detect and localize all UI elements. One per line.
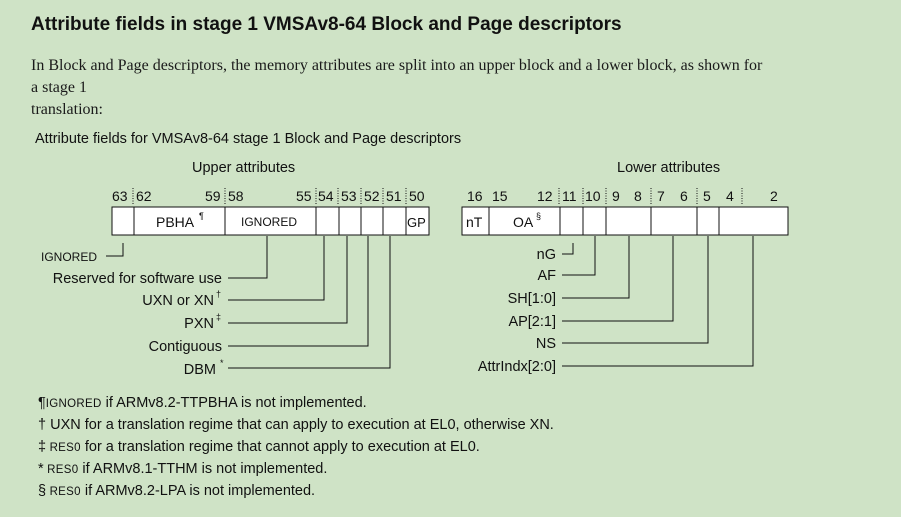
label-attrindx: AttrIndx[2:0] — [478, 359, 556, 375]
footnote-3: ‡ RES0 for a translation regime that can… — [38, 439, 480, 455]
uxn-footnote-mark: † — [216, 289, 221, 299]
footnote-5: § RES0 if ARMv8.2-LPA is not implemented… — [38, 483, 316, 499]
label-sh: SH[1:0] — [508, 291, 556, 307]
bit-7: 7 — [657, 188, 665, 204]
lower-attributes-heading: Lower attributes — [617, 160, 720, 176]
intro-line-2: a stage 1 — [31, 79, 87, 96]
bit-16: 16 — [467, 188, 483, 204]
page-title: Attribute fields in stage 1 VMSAv8-64 Bl… — [31, 14, 622, 35]
label-ns: NS — [536, 336, 556, 352]
field-nt: nT — [466, 214, 483, 230]
lower-field-labels: nG AF SH[1:0] AP[2:1] NS AttrIndx[2:0] — [478, 247, 556, 375]
intro-line-1: In Block and Page descriptors, the memor… — [31, 57, 763, 74]
bit-6: 6 — [680, 188, 688, 204]
field-gp: GP — [407, 215, 426, 230]
lower-attributes-register: nT OA § — [461, 206, 789, 236]
bit-9: 9 — [612, 188, 620, 204]
bit-5: 5 — [703, 188, 711, 204]
bit-58: 58 — [228, 188, 244, 204]
lower-leader-lines — [562, 236, 754, 367]
upper-attributes-heading: Upper attributes — [192, 160, 295, 176]
label-reserved-software: Reserved for software use — [53, 271, 222, 287]
bit-2: 2 — [770, 188, 778, 204]
field-ignored: IGNORED — [241, 215, 297, 229]
figure-caption: Attribute fields for VMSAv8-64 stage 1 B… — [35, 131, 461, 147]
intro-line-3: translation: — [31, 101, 103, 118]
footnote-1: ¶IGNORED if ARMv8.2-TTPBHA is not implem… — [38, 395, 367, 411]
bit-11: 11 — [562, 188, 577, 204]
footnote-4: * RES0 if ARMv8.1-TTHM is not implemente… — [38, 461, 328, 477]
bit-54: 54 — [318, 188, 334, 204]
upper-label-marks: † ‡ * — [216, 289, 224, 368]
label-dbm: DBM — [184, 362, 216, 378]
dbm-footnote-mark: * — [220, 358, 224, 368]
lower-bit-numbers: 16 15 12 11 10 9 8 7 6 5 4 2 — [467, 188, 778, 204]
pxn-footnote-mark: ‡ — [216, 312, 221, 322]
bit-55: 55 — [296, 188, 312, 204]
oa-footnote-mark: § — [536, 211, 541, 221]
label-ignored: IGNORED — [41, 250, 97, 264]
bit-4: 4 — [726, 188, 734, 204]
bit-52: 52 — [364, 188, 380, 204]
upper-bit-numbers: 63 62 59 58 55 54 53 52 51 50 — [112, 188, 425, 204]
upper-field-labels: IGNORED Reserved for software use UXN or… — [41, 250, 222, 378]
upper-attributes-register: PBHA ¶ IGNORED GP — [111, 206, 430, 236]
label-ap: AP[2:1] — [508, 314, 556, 330]
label-af: AF — [537, 268, 556, 284]
label-ng: nG — [537, 247, 556, 263]
bit-63: 63 — [112, 188, 128, 204]
bit-8: 8 — [634, 188, 642, 204]
bit-12: 12 — [537, 188, 553, 204]
bit-59: 59 — [205, 188, 221, 204]
field-pbha: PBHA — [156, 214, 195, 230]
bit-51: 51 — [386, 188, 402, 204]
bit-50: 50 — [409, 188, 425, 204]
footnote-2: † UXN for a translation regime that can … — [38, 417, 554, 433]
bit-15: 15 — [492, 188, 508, 204]
bit-53: 53 — [341, 188, 357, 204]
bit-10: 10 — [585, 188, 601, 204]
bit-62: 62 — [136, 188, 152, 204]
upper-leader-lines — [106, 236, 391, 369]
label-contiguous: Contiguous — [149, 339, 222, 355]
field-oa: OA — [513, 214, 534, 230]
label-uxn-xn: UXN or XN — [142, 293, 214, 309]
intro-paragraph: In Block and Page descriptors, the memor… — [31, 55, 871, 121]
pbha-footnote-mark: ¶ — [199, 211, 204, 221]
label-pxn: PXN — [184, 316, 214, 332]
